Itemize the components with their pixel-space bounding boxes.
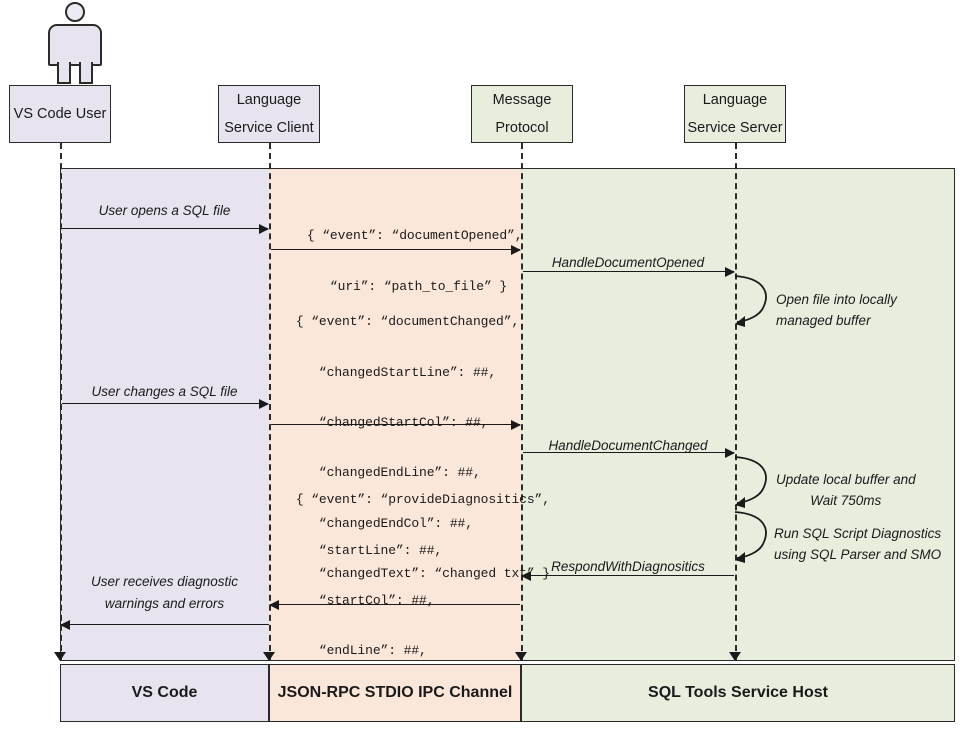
terminator-language-service-server	[729, 652, 741, 661]
arrowhead-icon	[511, 419, 521, 430]
lifeline-language-service-server	[735, 143, 737, 661]
arrow-user-receives-diagnostics	[60, 619, 269, 630]
lane-header-language-service-client[interactable]: Language Service Client	[218, 85, 320, 143]
message-label-respond-with-diagnositics: RespondWithDiagnositics	[551, 559, 705, 574]
arrowhead-icon	[259, 398, 269, 409]
actor-head-icon	[65, 2, 85, 22]
footer-sql-tools-service-host[interactable]: SQL Tools Service Host	[521, 664, 955, 722]
message-label-handle-document-opened: HandleDocumentOpened	[551, 255, 705, 270]
lane-label-line1: Language	[236, 91, 302, 108]
footer-json-rpc-channel[interactable]: JSON-RPC STDIO IPC Channel	[269, 664, 521, 722]
payload-line: “changedStartLine”: ##,	[295, 364, 497, 380]
arrowhead-icon	[725, 447, 735, 458]
payload-line: “startLine”: ##,	[295, 542, 443, 558]
lifeline-message-protocol	[521, 143, 523, 661]
lifeline-language-service-client	[269, 143, 271, 661]
payload-line: { “event”: “provideDiagnositics”,	[295, 492, 550, 508]
lane-header-language-service-server[interactable]: Language Service Server	[684, 85, 786, 143]
payload-line: “startCol”: ##,	[295, 593, 435, 609]
message-line1: User receives diagnostic	[90, 574, 239, 589]
arrowhead-icon	[725, 266, 735, 277]
band-service-host	[521, 168, 955, 661]
footer-vs-code[interactable]: VS Code	[60, 664, 269, 722]
arrowhead-icon	[269, 599, 279, 610]
payload-line: { “event”: “documentChanged”,	[295, 314, 520, 330]
payload-document-opened: { “event”: “documentOpened”, “uri”: “pat…	[276, 198, 523, 324]
note-line2: using SQL Parser and SMO	[774, 546, 942, 562]
payload-line: { “event”: “documentOpened”,	[306, 228, 523, 244]
arrow-user-opens-file	[62, 223, 269, 234]
lane-label-line1: VS Code User	[13, 105, 107, 122]
self-call-run-diagnostics-loop	[734, 511, 767, 563]
message-line2: warnings and errors	[104, 595, 225, 611]
message-label-user-changes-file: User changes a SQL file	[91, 384, 238, 399]
arrow-document-opened-to-protocol	[271, 244, 521, 255]
vs-code-user-actor	[36, 2, 114, 84]
actor-right-leg-icon	[79, 62, 93, 84]
band-ipc-channel	[269, 168, 521, 661]
message-label-handle-document-changed: HandleDocumentChanged	[548, 438, 708, 453]
payload-line: “changedStartCol”: ##,	[295, 415, 489, 431]
actor-left-leg-icon	[57, 62, 71, 84]
arrowhead-icon	[511, 244, 521, 255]
payload-line: “changedEndCol”: ##,	[295, 515, 473, 531]
arrowhead-icon	[521, 570, 531, 581]
payload-document-changed: { “event”: “documentChanged”, “changedSt…	[265, 284, 550, 612]
note-line1: Update local buffer and	[776, 472, 916, 487]
message-label-user-opens-file: User opens a SQL file	[98, 203, 231, 218]
lane-header-message-protocol[interactable]: Message Protocol	[471, 85, 573, 143]
self-call-open-file-loop	[734, 275, 767, 327]
arrow-handle-document-changed	[523, 447, 735, 458]
footer-label: JSON-RPC STDIO IPC Channel	[277, 684, 513, 701]
actor-body-icon	[48, 24, 102, 66]
note-line2: Wait 750ms	[810, 492, 882, 508]
footer-label: SQL Tools Service Host	[648, 684, 828, 701]
arrowhead-icon	[60, 619, 70, 630]
arrow-diagnostics-to-client	[269, 599, 520, 610]
arrow-respond-with-diagnositics	[521, 570, 734, 581]
band-vs-code	[60, 168, 269, 661]
terminator-vs-code-user	[54, 652, 66, 661]
note-line1: Open file into locally	[776, 292, 897, 307]
payload-line: “endLine”: ##,	[295, 643, 427, 659]
lane-label-line2: Service Server	[687, 120, 783, 136]
arrow-handle-document-opened	[523, 266, 735, 277]
payload-line: “changedEndLine”: ##,	[295, 465, 481, 481]
arrowhead-icon	[259, 223, 269, 234]
note-open-file-buffer: Open file into locally managed buffer	[776, 290, 897, 332]
note-update-buffer-wait: Update local buffer and Wait 750ms	[776, 470, 916, 512]
arrow-user-changes-file	[62, 398, 269, 409]
arrow-document-changed-to-protocol	[271, 419, 521, 430]
note-line1: Run SQL Script Diagnostics	[774, 526, 942, 541]
payload-line: “uri”: “path_to_file” }	[306, 278, 508, 294]
note-line2: managed buffer	[776, 312, 871, 328]
lane-label-line2: Service Client	[224, 120, 314, 136]
note-run-diagnostics: Run SQL Script Diagnostics using SQL Par…	[774, 524, 941, 566]
terminator-language-service-client	[263, 652, 275, 661]
lifeline-vs-code-user	[60, 143, 62, 661]
lane-label-line2: Protocol	[495, 120, 549, 136]
message-label-user-receives-diagnostics: User receives diagnostic warnings and er…	[60, 571, 269, 615]
terminator-message-protocol	[515, 652, 527, 661]
self-call-update-buffer-loop	[734, 456, 767, 508]
lane-label-line1: Message	[492, 91, 552, 108]
payload-line: “changedText”: “changed txt” }	[295, 566, 550, 582]
footer-label: VS Code	[131, 684, 198, 701]
lane-header-vs-code-user[interactable]: VS Code User	[9, 85, 111, 143]
lane-label-line1: Language	[702, 91, 768, 108]
